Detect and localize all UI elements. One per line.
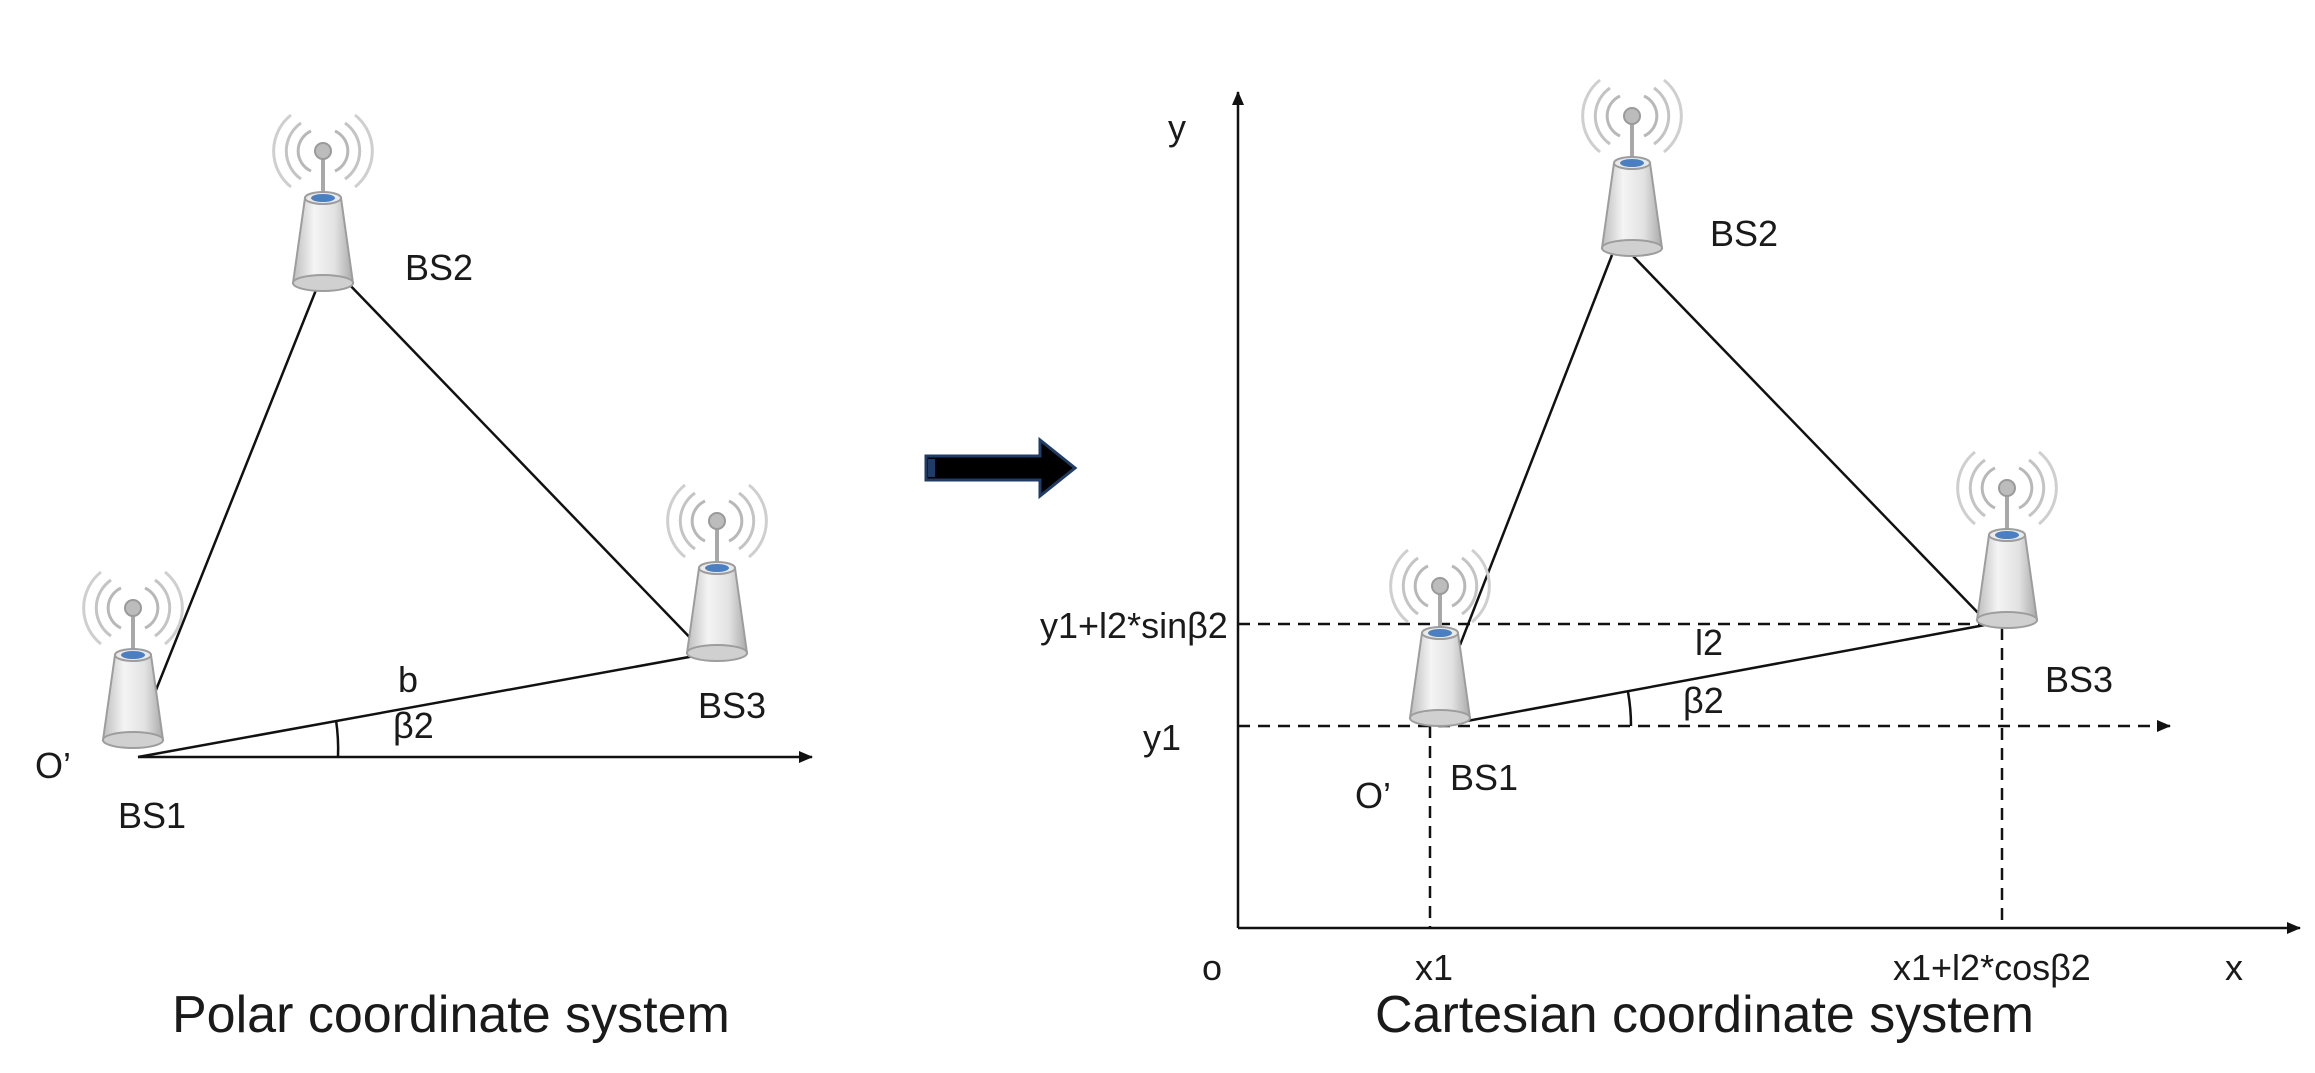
cart-origin-prime-label: O’ <box>1355 775 1391 816</box>
polar-edge-bs1-bs3 <box>137 653 701 759</box>
bs2-tower-icon <box>271 113 375 293</box>
transform-arrow-icon <box>924 436 1078 500</box>
cart-edge-bs1-bs3 <box>1439 623 1986 728</box>
polar-angle-arc <box>334 719 340 758</box>
x1-label: x1 <box>1415 947 1453 988</box>
cartesian-diagram: y x o x1 x1+l2*cosβ2 y1 y1+l2*sinβ2 O’ B… <box>1040 78 2301 1044</box>
cart-edge-label: l2 <box>1695 622 1723 663</box>
polar-caption: Polar coordinate system <box>172 986 730 1044</box>
x-axis-label: x <box>2225 947 2243 988</box>
polar-origin-label: O’ <box>35 745 71 786</box>
cart-bs1-tower-icon <box>1388 548 1492 728</box>
y1-label: y1 <box>1143 717 1181 758</box>
cartesian-caption: Cartesian coordinate system <box>1375 986 2034 1044</box>
cart-edge-bs1-bs2 <box>1458 254 1614 646</box>
cart-bs1-label: BS1 <box>1450 757 1518 798</box>
polar-bs3-label: BS3 <box>698 685 766 726</box>
cart-angle-label: β2 <box>1683 680 1724 721</box>
cart-bs2-label: BS2 <box>1710 213 1778 254</box>
polar-diagram: O’ BS1 BS2 BS3 b β2 Polar coordinate sys… <box>35 113 813 1044</box>
cart-edge-bs2-bs3 <box>1631 254 1984 619</box>
cart-angle-arc <box>1626 691 1633 727</box>
origin-label: o <box>1202 947 1222 988</box>
y1-plus-label: y1+l2*sinβ2 <box>1040 605 1228 646</box>
cart-bs3-label: BS3 <box>2045 659 2113 700</box>
polar-angle-label: β2 <box>393 705 434 746</box>
cart-bs3-tower-icon <box>1955 450 2059 630</box>
x1-plus-label: x1+l2*cosβ2 <box>1893 947 2091 988</box>
polar-edge-bs2-bs3 <box>344 279 701 649</box>
polar-bs2-label: BS2 <box>405 247 473 288</box>
cart-bs2-tower-icon <box>1580 78 1684 258</box>
polar-bs1-label: BS1 <box>118 795 186 836</box>
polar-edge-bs1-bs2 <box>148 274 324 706</box>
polar-edge-label: b <box>398 659 418 700</box>
bs3-tower-icon <box>665 483 769 663</box>
y-axis-label: y <box>1168 107 1186 148</box>
